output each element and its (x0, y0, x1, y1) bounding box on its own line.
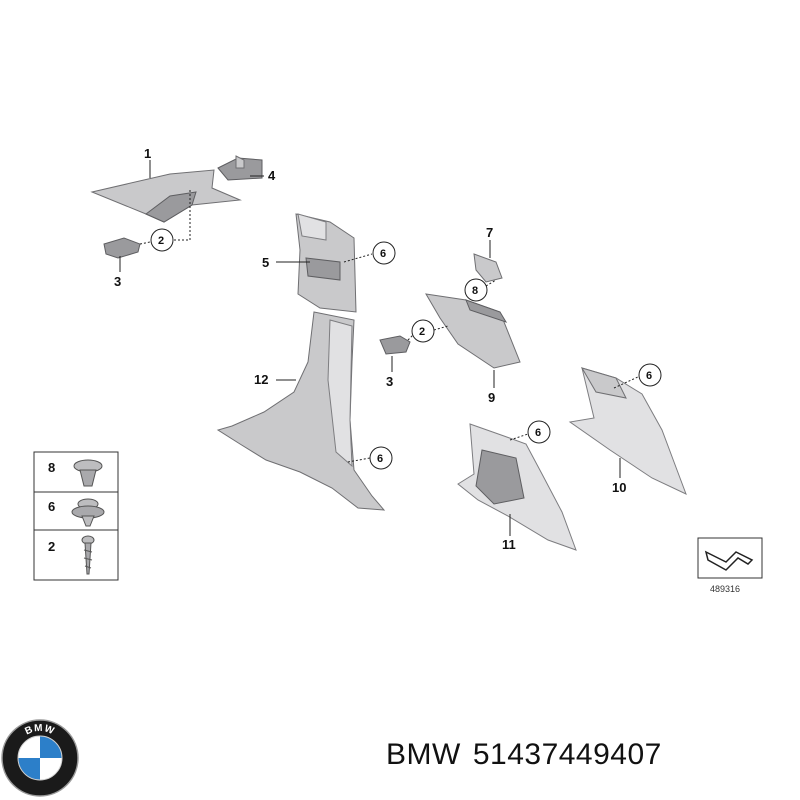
reference-box: 489316 (697, 537, 763, 594)
callout-2-upper: 2 (150, 228, 174, 252)
callout-11: 11 (502, 537, 516, 552)
callout-6-upper: 6 (372, 241, 396, 265)
part-7-clip (473, 253, 503, 283)
callout-4: 4 (268, 168, 276, 183)
callout-9: 9 (488, 390, 495, 405)
callout-8: 8 (464, 278, 488, 302)
part-5-trim (295, 213, 357, 313)
callout-6-mid: 6 (527, 420, 551, 444)
legend-number-6: 6 (48, 499, 55, 514)
reference-number: 489316 (710, 584, 740, 594)
callout-6-right: 6 (638, 363, 662, 387)
part-9-trim (425, 293, 521, 369)
svg-text:6: 6 (380, 248, 386, 260)
part-3-clip-lower (379, 335, 411, 355)
clip-6-icon (71, 498, 105, 527)
svg-text:6: 6 (377, 453, 383, 465)
legend-number-2: 2 (48, 539, 55, 554)
callout-6-lower: 6 (369, 446, 393, 470)
part-10-trim (568, 367, 687, 495)
part-12-trim (216, 311, 386, 511)
fastener-legend: 8 6 2 (33, 451, 119, 581)
callout-2-lower: 2 (411, 319, 435, 343)
svg-text:6: 6 (535, 427, 541, 439)
part-4-bracket (217, 155, 263, 181)
part-1-trim (90, 169, 242, 223)
svg-text:6: 6 (646, 370, 652, 382)
callout-10: 10 (612, 480, 626, 495)
callout-3-upper: 3 (114, 274, 121, 289)
callout-3-lower: 3 (386, 374, 393, 389)
svg-text:BMW: BMW (23, 723, 56, 738)
leader-lines (119, 160, 641, 536)
callout-7: 7 (486, 225, 493, 240)
part-3-clip-upper (103, 237, 141, 259)
svg-text:2: 2 (419, 326, 425, 338)
footer-caption: BMW 51437449407 (386, 738, 674, 772)
screw-2-icon (81, 535, 95, 575)
brand-name: BMW (386, 738, 461, 771)
bmw-logo: BMW (1, 719, 79, 797)
part-11-trim (457, 423, 577, 551)
part-number: 51437449407 (472, 738, 662, 771)
legend-number-8: 8 (48, 460, 55, 475)
callout-1: 1 (144, 146, 151, 161)
svg-text:2: 2 (158, 235, 164, 247)
clip-8-icon (73, 459, 103, 487)
callout-12: 12 (254, 372, 268, 387)
svg-text:8: 8 (472, 285, 478, 297)
callout-5: 5 (262, 255, 269, 270)
